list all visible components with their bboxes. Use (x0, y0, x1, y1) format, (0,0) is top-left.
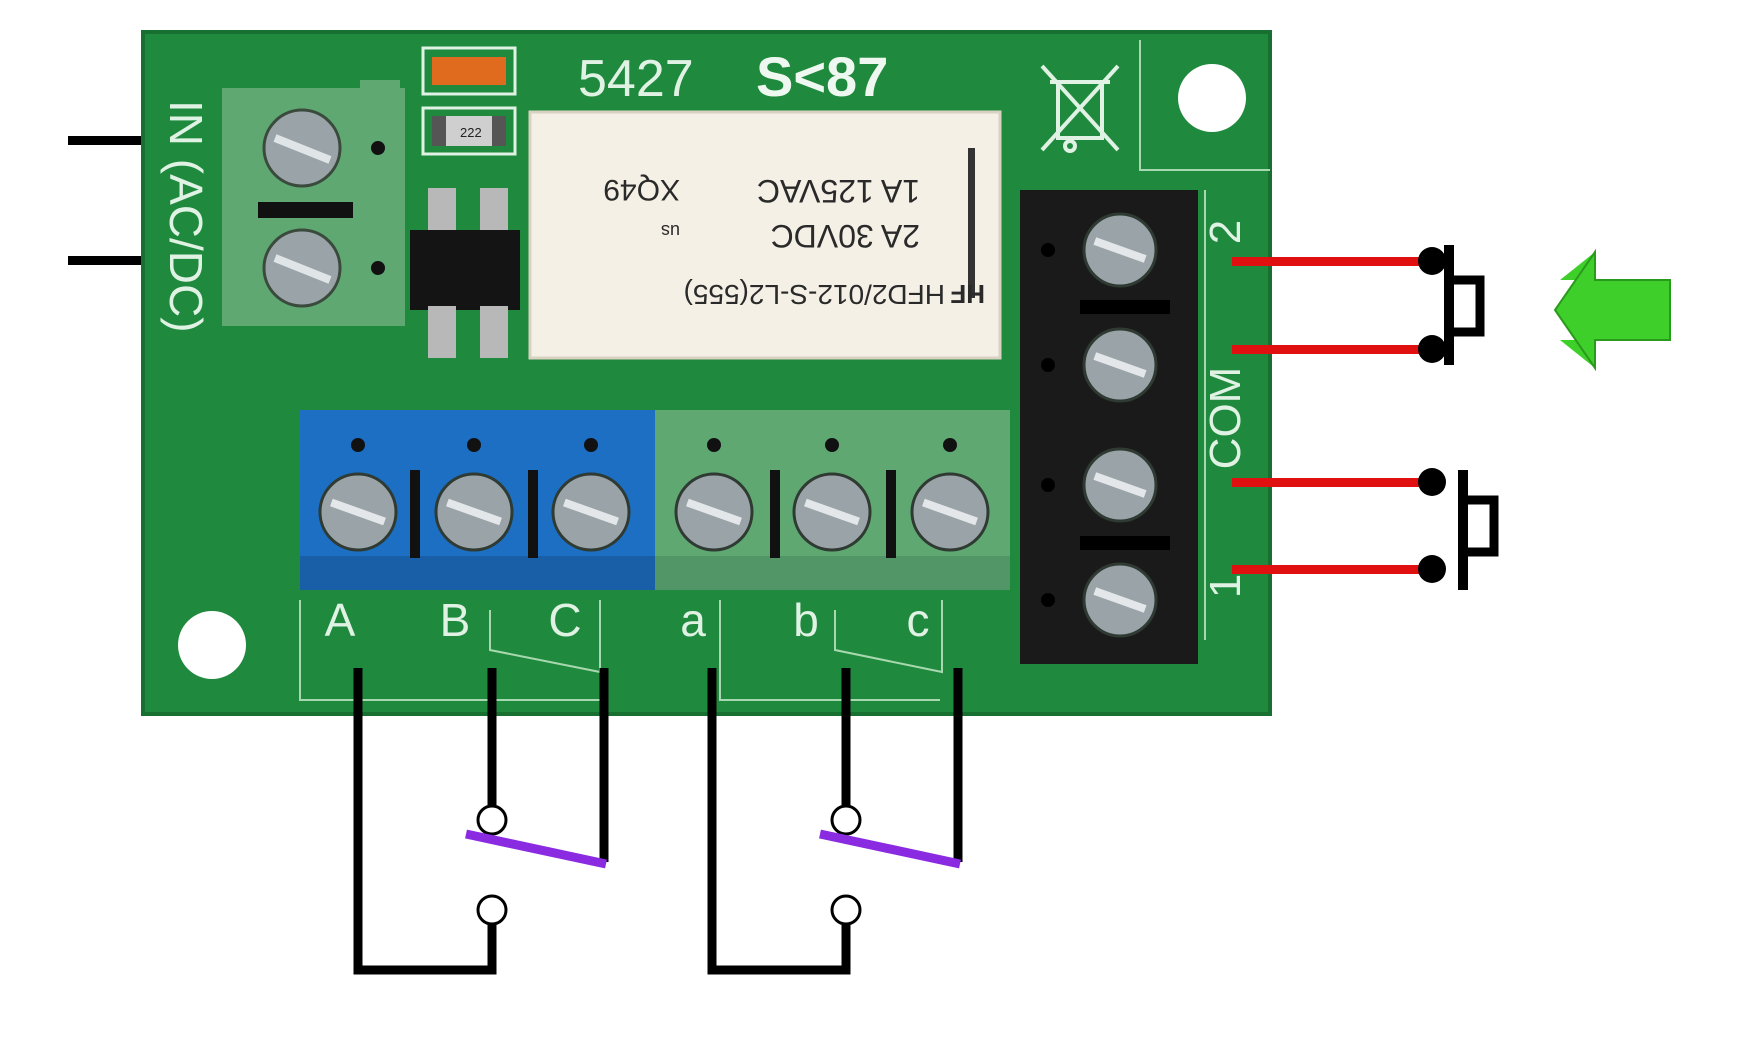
bridge-rectifier (410, 188, 520, 358)
terminal-label-B: B (440, 594, 471, 646)
terminal-label-C: C (548, 594, 581, 646)
screw-icon (1082, 562, 1158, 638)
terminal-label-c: c (907, 594, 930, 646)
smd-led (421, 46, 517, 96)
silkscreen-line (1139, 40, 1270, 171)
relay-text-line1: 2A 30VDC (771, 218, 920, 254)
terminal-label-A: A (325, 594, 356, 646)
push-button-icon (1418, 468, 1499, 590)
silkscreen-line (489, 600, 601, 674)
relay-logo: HF (950, 279, 985, 309)
silkscreen-line (299, 600, 600, 701)
mounting-hole-bottom-left (178, 611, 246, 679)
terminal-label-a: a (680, 594, 706, 646)
relay: HFD2/012-S-L2(555) 2A 30VDC 1A 125VAC XQ… (528, 110, 1002, 360)
part-number: 5427 (578, 50, 694, 108)
push-button-icon (1418, 245, 1485, 365)
brand-logo: S<87 (756, 45, 888, 108)
input-terminal-block (222, 80, 405, 326)
input-label: IN (AC/DC) (160, 100, 212, 333)
silkscreen-line (834, 600, 943, 674)
relay-text-line3: XQ49 (603, 173, 680, 206)
contact-wiring-right (707, 668, 963, 975)
screw-icon (1082, 212, 1158, 288)
pin-1-label: 1 (1201, 574, 1250, 598)
screw-icon (318, 472, 398, 552)
screw-icon (910, 472, 990, 552)
contact-blade (819, 829, 961, 869)
screw-icon (674, 472, 754, 552)
button-wires (1232, 257, 1432, 574)
screw-icon (1082, 327, 1158, 403)
screw-icon (792, 472, 872, 552)
silkscreen-line (719, 600, 940, 701)
screw-icon (434, 472, 514, 552)
screw-icon (551, 472, 631, 552)
relay-cert: us (661, 221, 680, 241)
mounting-hole-top-right (1178, 64, 1246, 132)
com-label: COM (1201, 367, 1250, 470)
screw-icon (1082, 447, 1158, 523)
green-terminal-block (655, 410, 1010, 590)
contact-wiring-left (353, 668, 609, 975)
blue-terminal-block (300, 410, 655, 590)
green-arrow-left-icon (1553, 248, 1671, 372)
smd-resistor: 222 (421, 106, 517, 156)
black-terminal-block (1020, 190, 1198, 664)
smd-code: 222 (460, 125, 482, 140)
relay-text-line2: 1A 125VAC (757, 173, 920, 209)
terminal-label-b: b (793, 594, 819, 646)
pin-2-label: 2 (1201, 220, 1250, 244)
contact-blade (465, 829, 607, 869)
weee-crossed-bin-icon (1040, 64, 1120, 153)
relay-text-line4: HFD2/012-S-L2(555) (684, 279, 945, 310)
